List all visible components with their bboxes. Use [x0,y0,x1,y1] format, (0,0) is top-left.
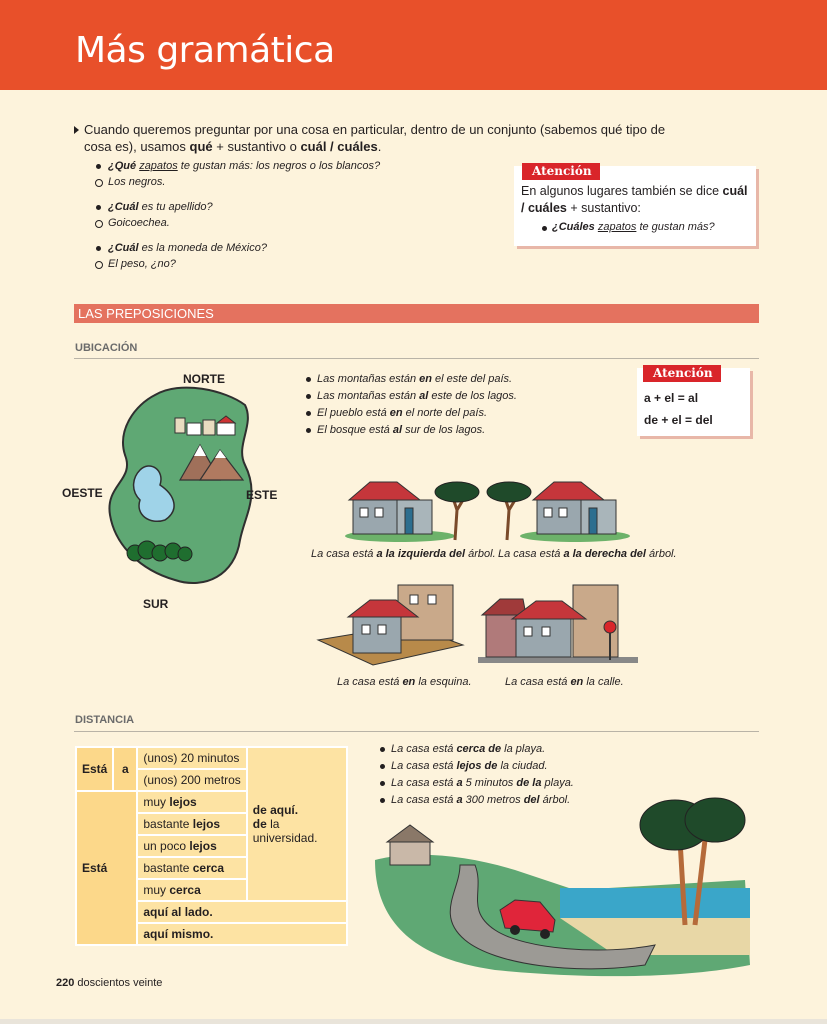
trees-icon [639,797,746,926]
list-item: Las montañas están al este de los lagos. [306,388,517,405]
attention-box-cual: Atención En algunos lugares también se d… [514,163,756,246]
attention-box-contractions: Atención a + el = al de + el = del [637,365,750,436]
examples-list: ¿Qué zapatos te gustan más: los negros o… [95,158,380,281]
subheading-distancia: DISTANCIA [75,714,135,726]
caption-calle: La casa está en la calle. [505,676,624,688]
distance-table: Está a (unos) 20 minutos de aquí. de la … [74,746,348,946]
landscape-road-illustration [375,797,750,977]
table-cell: muy cerca [136,878,248,902]
attention-tag: Atención [522,163,600,180]
compass-east: ESTE [246,488,278,502]
page-title: Más gramática [75,30,335,71]
table-cell: Está [74,746,115,792]
table-cell: (unos) 20 minutos [136,746,248,770]
caption-izquierda: La casa está a la izquierda del árbol. [311,548,496,560]
compass-north: NORTE [183,372,225,386]
table-cell: (unos) 200 metros [136,768,248,792]
red-car-icon [499,899,556,939]
divider [74,731,759,732]
small-house-icon [385,824,435,866]
table-cell: aquí al lado. [136,900,348,924]
subheading-ubicacion: UBICACIÓN [75,342,138,354]
divider [74,358,759,359]
mountains-icon [178,443,245,481]
table-cell: un poco lejos [136,834,248,858]
location-bullets: Las montañas están en el este del país. … [306,371,517,439]
triangle-bullet-icon [74,126,79,134]
attention-tag: Atención [643,365,721,382]
caption-esquina: La casa está en la esquina. [337,676,472,688]
table-cell: muy lejos [136,790,248,814]
list-item: El pueblo está en el norte del país. [306,405,517,422]
table-cell: aquí mismo. [136,922,348,946]
example-item: ¿Qué zapatos te gustan más: los negros o… [95,158,380,190]
page-footer: 220 doscientos veinte [56,977,163,989]
list-item: El bosque está al sur de los lagos. [306,422,517,439]
house-on-street-illustration [478,584,638,663]
list-item: La casa está lejos de la ciudad. [380,758,574,775]
compass-south: SUR [143,597,169,611]
table-cell: a [112,746,139,792]
list-item: La casa está a 5 minutos de la playa. [380,775,574,792]
page-bottom-border [0,1019,827,1024]
list-item: La casa está a 300 metros del árbol. [380,792,574,809]
caption-derecha: La casa está a la derecha del árbol. [498,548,677,560]
country-map-illustration [108,386,253,585]
compass-west: OESTE [62,486,103,500]
intro-paragraph: Cuando queremos preguntar por una cosa e… [74,121,675,155]
house-on-corner-illustration [316,584,465,666]
distance-bullets: La casa está cerca de la playa. La casa … [380,741,574,809]
section-bar-preposiciones: LAS PREPOSICIONES [74,304,759,323]
list-item: La casa está cerca de la playa. [380,741,574,758]
page-header: Más gramática [0,0,827,90]
table-cell: de aquí. de la universidad. [245,746,348,902]
village-icon [174,415,237,436]
house-left-of-tree-illustration [345,481,480,542]
forest-icon [126,540,193,562]
house-right-of-tree-illustration [486,481,630,542]
list-item: Las montañas están en el este del país. [306,371,517,388]
table-cell: bastante cerca [136,856,248,880]
table-cell: bastante lejos [136,812,248,836]
example-item: ¿Cuál es tu apellido? Goicoechea. [95,199,380,231]
example-item: ¿Cuál es la moneda de México? El peso, ¿… [95,240,380,272]
table-cell: Está [74,790,139,946]
